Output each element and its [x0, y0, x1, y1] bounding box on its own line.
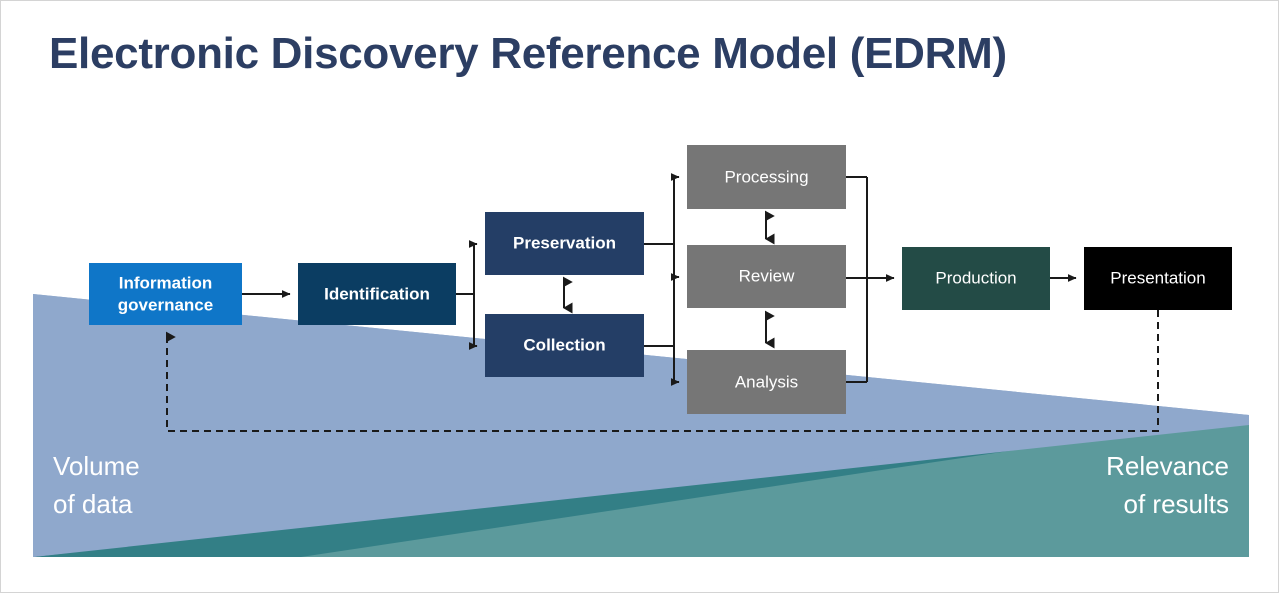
collection-label: Collection: [523, 335, 605, 354]
page-title: Electronic Discovery Reference Model (ED…: [49, 29, 1007, 78]
stage-analysis[interactable]: Analysis: [687, 350, 846, 414]
processing-box[interactable]: [687, 145, 846, 209]
presentation-box[interactable]: [1084, 247, 1232, 310]
review-label: Review: [739, 266, 795, 285]
volume-band-label-line1: Volume: [53, 451, 140, 481]
information-governance-label-line1: Information: [119, 273, 213, 292]
stage-preservation[interactable]: Preservation: [485, 212, 644, 275]
stage-information-governance[interactable]: Information governance: [89, 263, 242, 325]
stage-production[interactable]: Production: [902, 247, 1050, 310]
production-label: Production: [935, 268, 1016, 287]
identification-box[interactable]: [298, 263, 456, 325]
identification-label: Identification: [324, 284, 430, 303]
analysis-box[interactable]: [687, 350, 846, 414]
preservation-label: Preservation: [513, 233, 616, 252]
review-box[interactable]: [687, 245, 846, 308]
production-box[interactable]: [902, 247, 1050, 310]
analysis-label: Analysis: [735, 372, 798, 391]
stage-processing[interactable]: Processing: [687, 145, 846, 209]
information-governance-label-line2: governance: [118, 295, 213, 314]
volume-relevance-bands: Volume of data Relevance of results: [33, 294, 1249, 557]
stage-collection[interactable]: Collection: [485, 314, 644, 377]
preservation-box[interactable]: [485, 212, 644, 275]
presentation-label: Presentation: [1110, 268, 1205, 287]
relevance-band-label-line2: of results: [1124, 489, 1230, 519]
volume-band-label-line2: of data: [53, 489, 133, 519]
stage-identification[interactable]: Identification: [298, 263, 456, 325]
volume-triangle-body: [33, 294, 1249, 557]
flow-connectors: [165, 173, 1159, 432]
relevance-band-label-line1: Relevance: [1106, 451, 1229, 481]
stage-boxes: Information governance Identification Pr…: [89, 145, 1232, 414]
feedback-loop-dashed-line: [165, 310, 1159, 432]
collection-box[interactable]: [485, 314, 644, 377]
stage-presentation[interactable]: Presentation: [1084, 247, 1232, 310]
information-governance-box[interactable]: [89, 263, 242, 325]
processing-label: Processing: [724, 167, 808, 186]
stage-review[interactable]: Review: [687, 245, 846, 308]
